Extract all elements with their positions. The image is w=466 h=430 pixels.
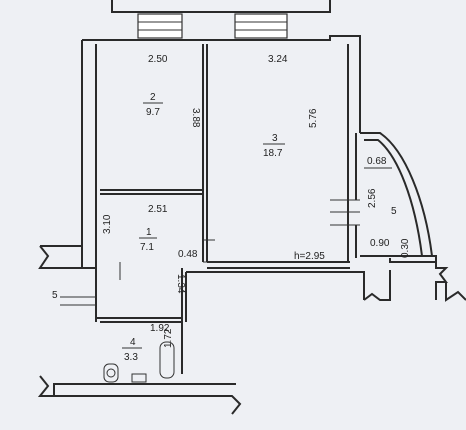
room-2-area: 9.7 xyxy=(146,107,160,118)
room-1-extra: 0.48 xyxy=(178,249,198,260)
doors xyxy=(119,239,220,383)
room-2-depth: 3.88 xyxy=(190,108,201,128)
corridor-number: 5 xyxy=(52,290,58,301)
balcony-depth: 2.56 xyxy=(367,188,378,208)
room-4-area: 3.3 xyxy=(124,352,138,363)
room-4-depth: 1.72 xyxy=(163,328,174,348)
windows xyxy=(60,13,360,306)
room-3-width: 3.24 xyxy=(268,54,288,65)
room-3-depth: 5.76 xyxy=(308,108,319,128)
room-4-width: 1.92 xyxy=(150,323,170,334)
walls xyxy=(37,0,466,415)
balcony-width: 0.68 xyxy=(367,156,387,167)
bathroom-fixtures xyxy=(103,341,175,383)
balcony-number: 5 xyxy=(391,206,397,217)
room-3-area: 18.7 xyxy=(263,148,283,159)
room-1-width: 2.51 xyxy=(148,204,168,215)
room-1-depth: 3.10 xyxy=(102,214,113,234)
room-4-number: 4 xyxy=(130,337,136,348)
room-2-width: 2.50 xyxy=(148,54,168,65)
room-1-number: 1 xyxy=(146,227,152,238)
room-3-number: 3 xyxy=(272,133,278,144)
room-2-number: 2 xyxy=(150,92,156,103)
room-1-area: 7.1 xyxy=(140,242,154,253)
ceiling-height: h=2.95 xyxy=(294,251,325,262)
balcony-bottom: 0.90 xyxy=(370,238,390,249)
corridor-length: 1.34 xyxy=(175,274,186,294)
balcony-side: 0.30 xyxy=(400,238,411,258)
